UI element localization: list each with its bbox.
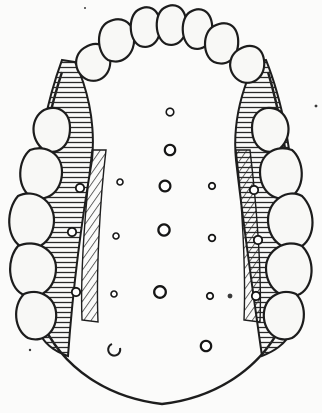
pin-hole (68, 228, 76, 236)
pin-hole (252, 292, 260, 300)
pin-hole (72, 288, 80, 296)
ink-speck (228, 294, 233, 299)
pin-hole (250, 186, 258, 194)
pin-hole (111, 291, 117, 297)
pin-hole (165, 145, 175, 155)
pin-hole (201, 341, 211, 351)
anterior-teeth (76, 5, 264, 82)
pin-hole (254, 236, 262, 244)
pin-hole (207, 293, 213, 299)
pin-hole (158, 224, 169, 235)
pin-hole (113, 233, 119, 239)
pin-hole (108, 344, 120, 356)
pin-hole (166, 108, 174, 116)
pin-hole (117, 179, 123, 185)
pin-hole (160, 181, 171, 192)
pin-hole (209, 183, 215, 189)
pin-hole (209, 235, 216, 242)
pin-hole (76, 184, 84, 192)
pin-hole (154, 286, 166, 298)
